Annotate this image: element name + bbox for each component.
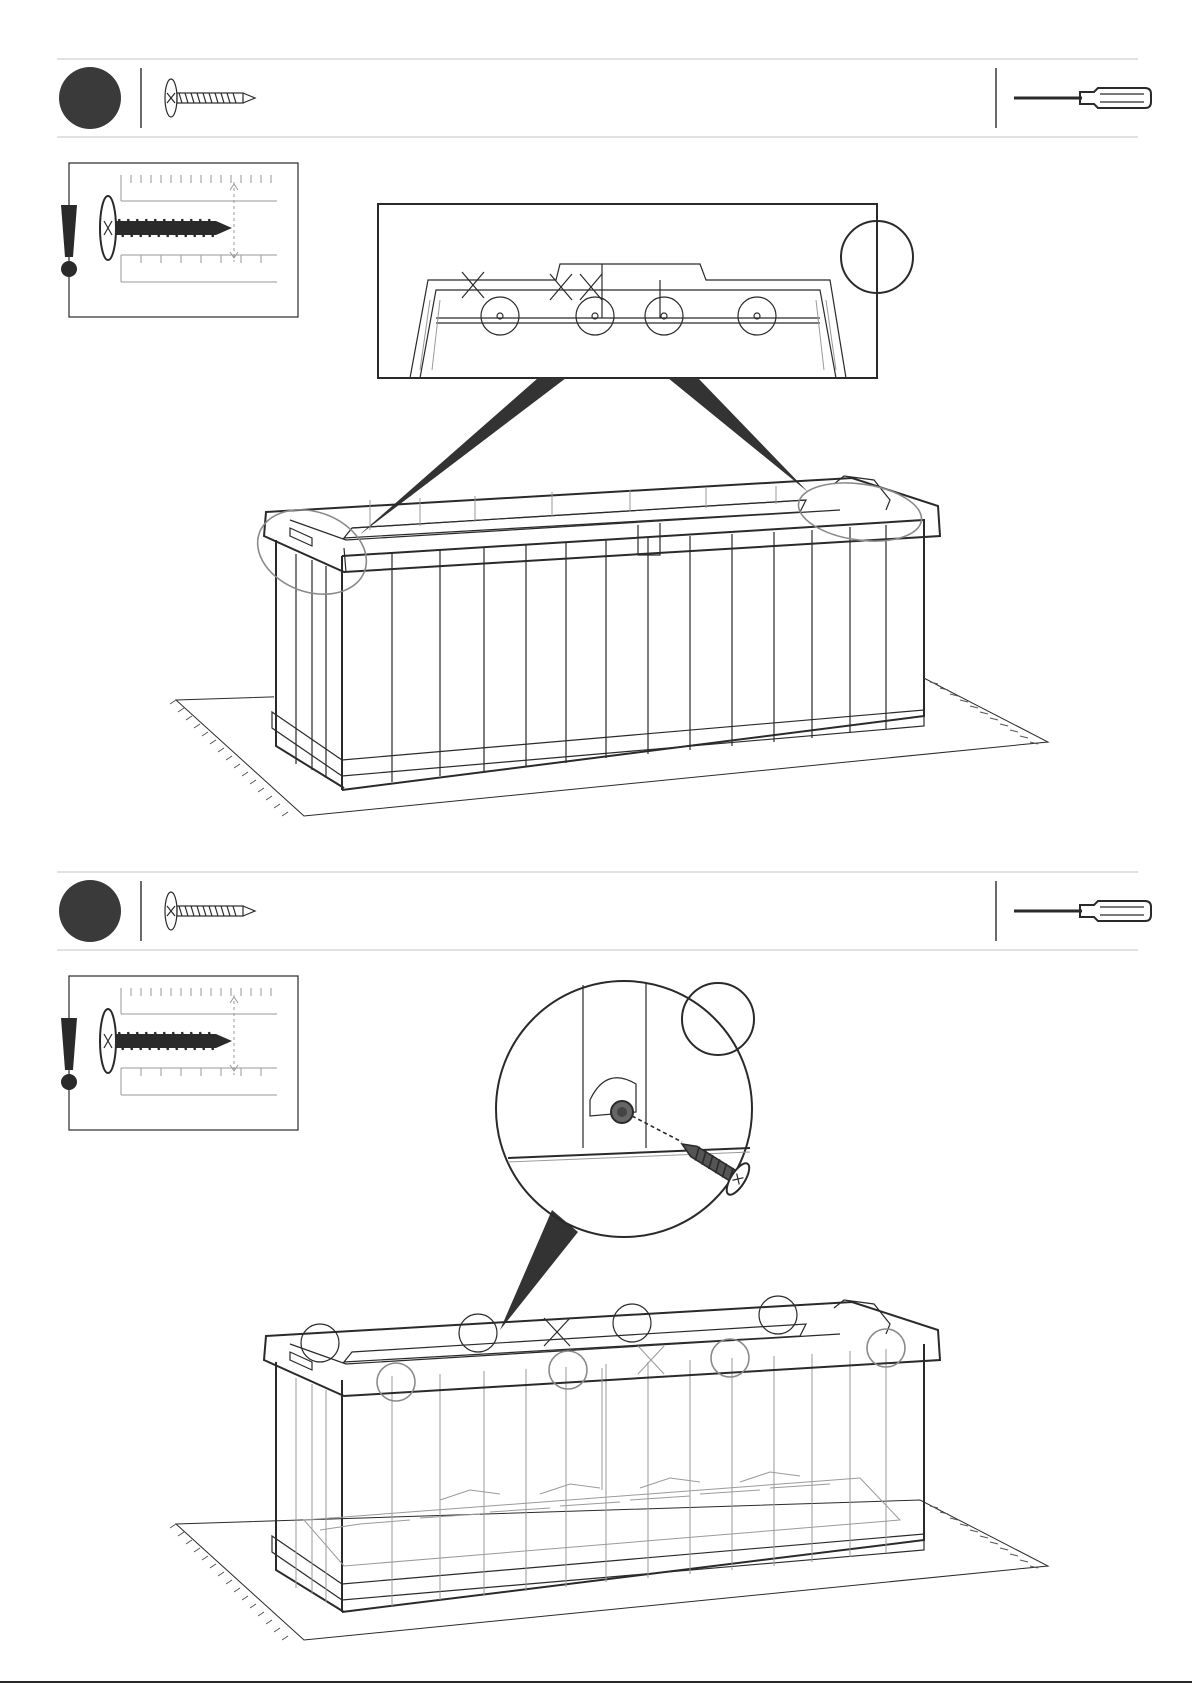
screw-position-callout xyxy=(377,1363,415,1401)
step-a-header xyxy=(57,59,1151,137)
warning-box-a xyxy=(61,163,298,317)
detail-pointer xyxy=(358,378,566,536)
zoom-detail-b xyxy=(496,981,754,1237)
detail-inset-a xyxy=(378,204,913,378)
screw-icon xyxy=(672,1129,753,1198)
storage-box-a xyxy=(170,476,1048,816)
screw-position-callout xyxy=(645,297,683,335)
quantity-circle xyxy=(682,983,754,1055)
step-badge xyxy=(59,880,121,942)
warning-box-b xyxy=(61,976,298,1130)
screw-position-callout xyxy=(459,1314,497,1352)
screw-icon xyxy=(100,196,232,260)
screw-icon xyxy=(165,892,255,930)
screwdriver-icon xyxy=(1014,901,1151,921)
screwdriver-icon xyxy=(1014,88,1151,108)
screw-position-callout xyxy=(711,1339,749,1377)
floor-plane xyxy=(176,1500,1048,1640)
exclamation-icon xyxy=(61,205,77,277)
excluded-mark xyxy=(550,274,572,300)
screw-position-callout xyxy=(301,1324,339,1362)
screw-position-callout xyxy=(613,1304,651,1342)
detail-pointer xyxy=(668,378,808,492)
screw-icon xyxy=(165,79,255,117)
excluded-mark xyxy=(638,1346,664,1374)
screw-position-callout xyxy=(738,297,776,335)
step-b-header xyxy=(57,872,1151,950)
storage-box-b xyxy=(170,1296,1048,1640)
exclamation-icon xyxy=(61,1018,77,1090)
excluded-mark xyxy=(462,272,484,298)
screw-position-callout xyxy=(759,1296,797,1334)
detail-pointer xyxy=(500,1210,578,1330)
screw-icon xyxy=(100,1009,232,1073)
excluded-mark xyxy=(544,1318,570,1346)
step-badge xyxy=(59,67,121,129)
screw-position-callout xyxy=(481,297,519,335)
screw-position-callout xyxy=(576,297,614,335)
excluded-mark xyxy=(580,274,602,300)
